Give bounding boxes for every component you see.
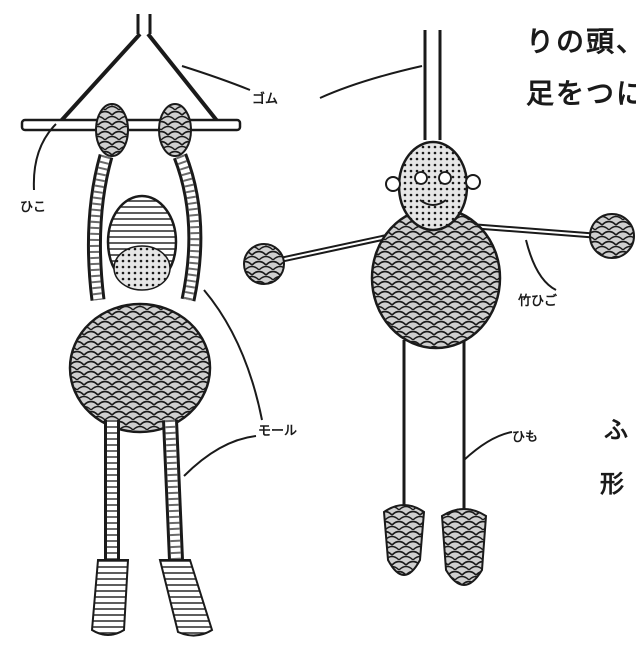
body-text-fragment-2: 形: [600, 464, 624, 499]
left-foot: [92, 560, 128, 635]
right-puppet-left-hand: [244, 244, 284, 284]
right-puppet: [244, 30, 634, 585]
label-rubber: ゴム: [252, 88, 278, 107]
leader-bamboo: [526, 240, 556, 290]
leader-mole-leg: [184, 436, 256, 476]
body-text-line-1: りの頭、: [526, 20, 636, 60]
right-puppet-right-foot: [442, 509, 486, 585]
label-bamboo: 竹ひご: [518, 290, 557, 309]
leader-rubber-right: [320, 66, 422, 98]
label-mole: モール: [258, 420, 297, 439]
leader-mole-arm: [204, 290, 262, 420]
leader-string: [34, 124, 56, 190]
left-hand: [96, 104, 128, 156]
body-text-line-2: 足をつに: [526, 72, 636, 112]
right-hand: [159, 104, 191, 156]
left-puppet: [22, 14, 240, 636]
left-body: [70, 304, 210, 432]
right-foot: [160, 560, 212, 636]
right-puppet-left-foot: [384, 505, 424, 575]
right-puppet-right-hand: [590, 214, 634, 258]
leader-string-leg: [464, 432, 512, 460]
rubber-band-right: [425, 30, 440, 140]
label-string-right: ひも: [512, 426, 538, 445]
body-text-fragment-1: ふ: [604, 410, 628, 445]
label-string-left: ひこ: [20, 196, 46, 215]
right-head: [399, 142, 467, 230]
rubber-band-left: [60, 14, 218, 122]
